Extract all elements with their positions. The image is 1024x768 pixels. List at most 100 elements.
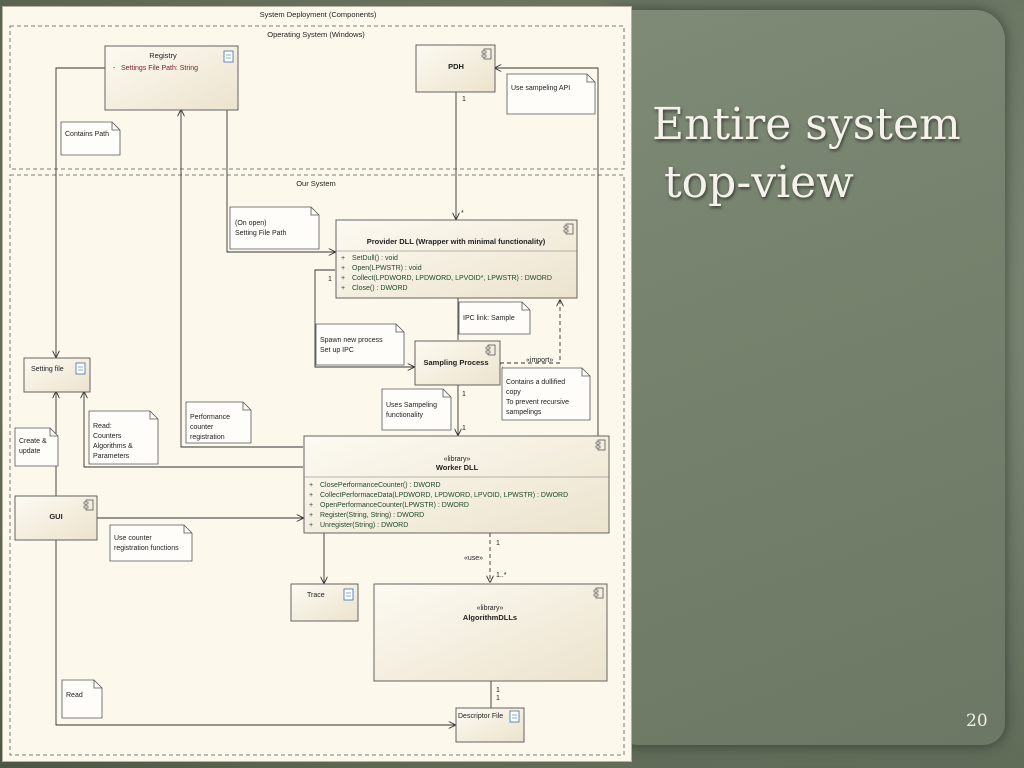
worker-op: OpenPerformanceCounter(LPWSTR) : DWORD (320, 502, 469, 509)
note-text: Create & (19, 438, 47, 445)
mult-use-top: 1 (496, 540, 500, 547)
note-text: Algorithms & (93, 443, 133, 450)
frame-system-label: System Deployment (Components) (260, 10, 377, 19)
note-anchors (499, 362, 504, 369)
edge-worker-registry (181, 110, 303, 448)
mult-desc-a: 1 (496, 687, 500, 694)
component-icon (485, 344, 496, 356)
note-read-counters: Read: Counters Algorithms & Parameters (88, 410, 159, 465)
edge-import (500, 300, 560, 364)
mult-worker: 1 (462, 425, 466, 432)
op-bullet: + (309, 512, 313, 519)
notes: Use sampeling API Contains Path (On open… (14, 73, 596, 719)
mult-provider-top: * (461, 210, 464, 217)
provider-op: Collect(LPDWORD, LPDWORD, LPVOID*, LPWST… (352, 275, 552, 282)
note-contains-path: Contains Path (60, 121, 121, 156)
stereo-use: «use» (464, 555, 483, 562)
note-text: Counters (93, 433, 122, 440)
edge-labels: 1 * 1 1 1 «import» «use» 1 1..* 1 1 (328, 96, 553, 702)
note-text: Read (66, 692, 83, 699)
mult-pdh: 1 (462, 96, 466, 103)
note-text: Contains a dullified (506, 379, 565, 386)
stereo-import: «import» (526, 357, 553, 364)
artifact-icon (75, 362, 86, 375)
registry-name: Registry (149, 51, 177, 60)
edge-registry-provider (226, 110, 335, 252)
note-text: Set up IPC (320, 347, 354, 354)
op-bullet: + (309, 522, 313, 529)
worker-stereotype: «library» (444, 456, 471, 463)
component-icon (563, 223, 574, 235)
note-create-update: Create & update (14, 427, 59, 467)
component-sampling-process[interactable]: Sampling Process (414, 340, 501, 386)
note-text: IPC link: Sample (463, 315, 515, 322)
trace-name: Trace (307, 592, 325, 599)
component-gui[interactable]: GUI (14, 495, 98, 541)
artifact-trace[interactable]: Trace (290, 583, 359, 622)
frame-our-system: Our System (9, 174, 625, 756)
component-icon (83, 499, 94, 511)
op-bullet: + (341, 285, 345, 292)
note-text: Use sampeling API (511, 85, 570, 92)
note-text: registration functions (114, 545, 179, 552)
worker-operations: + ClosePerformanceCounter() : DWORD + Co… (309, 482, 568, 529)
mult-provider-left: 1 (328, 276, 332, 283)
edge-provider-sampling (314, 269, 414, 367)
note-text: registration (190, 434, 225, 441)
slide-title: Entire system top-view (652, 96, 1012, 212)
component-registry[interactable]: Registry - Settings File Path: String (104, 45, 239, 111)
component-provider-dll[interactable]: Provider DLL (Wrapper with minimal funct… (335, 219, 578, 299)
note-text: Read: (93, 423, 112, 430)
note-text: functionality (386, 412, 423, 419)
page-number: 20 (966, 711, 988, 731)
note-text: copy (506, 389, 521, 396)
op-bullet: + (309, 492, 313, 499)
descriptor-name: Descriptor File (458, 713, 503, 720)
op-bullet: + (341, 275, 345, 282)
component-icon (595, 439, 606, 451)
note-text: Performance (190, 414, 230, 421)
registry-attribute: Settings File Path: String (121, 65, 198, 72)
worker-op: ClosePerformanceCounter() : DWORD (320, 482, 441, 489)
note-use-counter-registration: Use counter registration functions (109, 524, 193, 562)
note-text: Uses Sampeling (386, 402, 437, 409)
note-perf-registration: Performance counter registration (185, 401, 252, 444)
note-text: Spawn new process (320, 337, 383, 344)
algorithms-stereotype: «library» (477, 605, 504, 612)
note-text: update (19, 448, 41, 455)
worker-name: Worker DLL (436, 463, 479, 472)
component-algorithm-dlls[interactable]: «library» AlgorithmDLLs (373, 583, 608, 682)
note-text: To prevent recursive (506, 399, 569, 406)
frame-os: Operating System (Windows) (9, 25, 625, 170)
component-icon (593, 587, 604, 599)
pdh-name: PDH (448, 62, 464, 71)
note-text: Use counter (114, 535, 152, 542)
mult-sampling: 1 (462, 391, 466, 398)
note-ipc-link: IPC link: Sample (458, 301, 531, 335)
edge-registry-settingfile (56, 67, 105, 357)
gui-name: GUI (49, 512, 62, 521)
registry-attr-bullet: - (113, 65, 116, 72)
artifact-icon (223, 50, 234, 63)
connectors (56, 68, 608, 725)
note-sampling-api: Use sampeling API (506, 73, 596, 115)
note-text: (On open) (235, 220, 267, 227)
artifact-icon (343, 588, 354, 601)
provider-op: Close() : DWORD (352, 285, 408, 292)
component-pdh[interactable]: PDH (415, 44, 496, 93)
note-uses-sampling: Uses Sampeling functionality (381, 388, 452, 431)
frame-our-label: Our System (296, 179, 336, 188)
note-spawn-process: Spawn new process Set up IPC (315, 323, 405, 366)
op-bullet: + (341, 265, 345, 272)
dashed-connectors (490, 300, 560, 582)
artifact-descriptor-file[interactable]: Descriptor File (455, 707, 525, 743)
slide-paper-texture (600, 10, 1005, 745)
edge-worker-settingfile (84, 392, 303, 468)
note-text: Setting File Path (235, 230, 286, 237)
artifact-setting-file[interactable]: Setting file (23, 357, 91, 393)
slide-title-line-1: Entire system (652, 99, 961, 150)
worker-op: Unregister(String) : DWORD (320, 522, 408, 529)
mult-use-bottom: 1..* (496, 572, 507, 579)
component-worker-dll[interactable]: «library» Worker DLL + ClosePerformanceC… (303, 435, 610, 534)
